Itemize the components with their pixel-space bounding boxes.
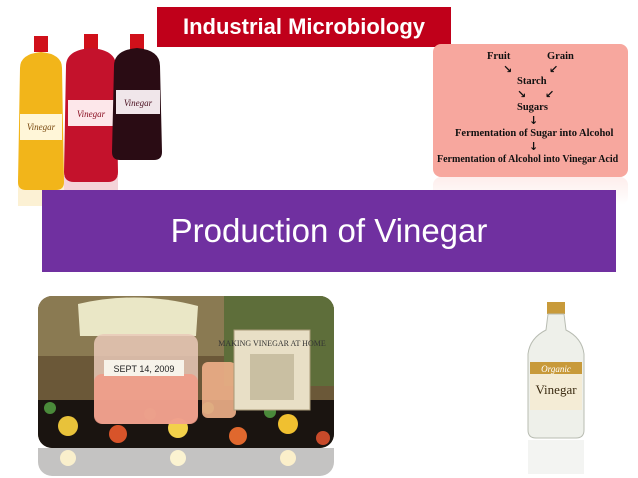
arrow-down-icon: ↓ bbox=[529, 140, 539, 153]
arrow-down-right-icon: ↘ bbox=[503, 63, 513, 76]
book-title-label: MAKING VINEGAR AT HOME bbox=[218, 339, 326, 348]
bottle-label-red: Vinegar bbox=[77, 109, 106, 119]
flow-step-alcohol-to-vinegar: Fermentation of Alcohol into Vinegar Aci… bbox=[437, 154, 619, 165]
arrow-down-icon: ↓ bbox=[529, 114, 539, 127]
bottle-label-yellow: Vinegar bbox=[27, 122, 56, 132]
bottle-label-dark: Vinegar bbox=[124, 98, 153, 108]
process-flow-diagram: Fruit Grain ↘ ↙ Starch ↘ ↙ Sugars ↓ Ferm… bbox=[433, 44, 628, 177]
flow-sugars: Sugars bbox=[517, 102, 548, 113]
header-title: Industrial Microbiology bbox=[182, 14, 425, 39]
product-name-label: Vinegar bbox=[535, 382, 577, 397]
flow-step-sugar-to-alcohol: Fermentation of Sugar into Alcohol bbox=[455, 128, 614, 139]
title-band: Production of Vinegar bbox=[42, 190, 616, 272]
jar-date-label: SEPT 14, 2009 bbox=[114, 364, 175, 374]
flow-grain: Grain bbox=[547, 51, 574, 62]
arrow-down-right-icon: ↘ bbox=[517, 88, 527, 101]
jar-photo-reflection bbox=[38, 448, 334, 476]
product-brand-label: Organic bbox=[541, 364, 571, 374]
flow-starch: Starch bbox=[517, 76, 547, 87]
header-band: Industrial Microbiology bbox=[157, 7, 451, 47]
flow-fruit: Fruit bbox=[487, 51, 511, 62]
arrow-down-left-icon: ↙ bbox=[549, 63, 559, 76]
vinegar-bottle-reflection bbox=[528, 440, 584, 474]
vinegar-jar-photo: SEPT 14, 2009 MAKING VINEGAR AT HOME bbox=[38, 296, 334, 448]
vinegar-bottles-image: Vinegar Vinegar Vinegar bbox=[18, 34, 162, 190]
slide-title: Production of Vinegar bbox=[170, 212, 488, 249]
organic-vinegar-bottle-image: Organic Vinegar bbox=[527, 302, 585, 439]
arrow-down-left-icon: ↙ bbox=[545, 88, 555, 101]
